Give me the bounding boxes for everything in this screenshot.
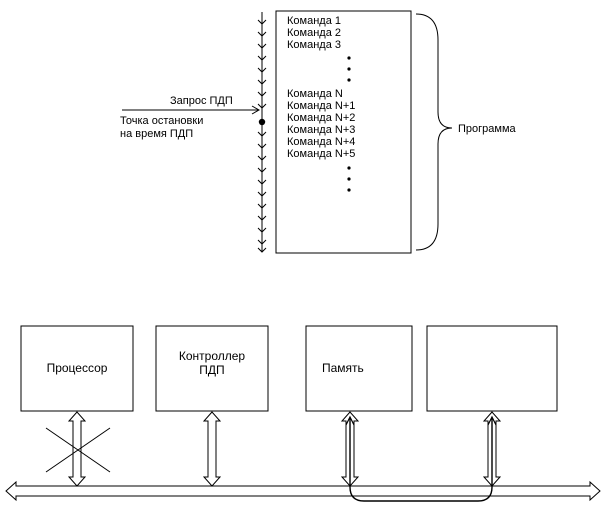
processor-bus-connector bbox=[67, 411, 87, 487]
memory-label: Память bbox=[322, 361, 364, 375]
dma-controller-rect bbox=[155, 325, 269, 412]
memory-block: Память bbox=[305, 325, 413, 412]
command-n1: Команда N+1 bbox=[287, 100, 355, 112]
dma-controller-label-2: ПДП bbox=[199, 363, 224, 377]
processor-label: Процессор bbox=[47, 361, 108, 375]
command-n2: Команда N+2 bbox=[287, 112, 355, 124]
processor-block: Процессор bbox=[20, 325, 134, 412]
command-2: Команда 2 bbox=[287, 27, 341, 39]
timeline: Запрос ПДП Точка остановки на время ПДП bbox=[120, 12, 267, 253]
ellipsis-top bbox=[347, 56, 351, 82]
stop-label-line1: Точка остановки bbox=[120, 115, 203, 127]
command-1: Команда 1 bbox=[287, 15, 341, 27]
timeline-ticks bbox=[257, 19, 267, 253]
dma-controller-label-1: Контроллер bbox=[179, 349, 246, 363]
request-label: Запрос ПДП bbox=[170, 95, 233, 107]
dma-transfer-path bbox=[345, 415, 497, 502]
stop-label-line2: на время ПДП bbox=[120, 128, 193, 140]
memory-rect bbox=[305, 325, 413, 412]
command-n3: Команда N+3 bbox=[287, 124, 355, 136]
ellipsis-bottom bbox=[347, 166, 351, 192]
stop-point-dot bbox=[258, 118, 266, 126]
device-rect bbox=[426, 325, 558, 412]
program-brace bbox=[415, 13, 453, 251]
device-block bbox=[426, 325, 558, 412]
program-rect bbox=[275, 10, 412, 254]
command-n: Команда N bbox=[287, 88, 343, 100]
program-label: Программа bbox=[458, 123, 517, 135]
system-bus bbox=[5, 480, 601, 502]
command-3: Команда 3 bbox=[287, 39, 341, 51]
dma-bus-connector bbox=[202, 411, 222, 487]
processor-disconnect-cross bbox=[45, 427, 111, 473]
processor-rect bbox=[20, 325, 134, 412]
command-n4: Команда N+4 bbox=[287, 136, 355, 148]
dma-controller-block: Контроллер ПДП bbox=[155, 325, 269, 412]
program-box: Команда 1 Команда 2 Команда 3 Команда N … bbox=[275, 10, 412, 254]
command-n5: Команда N+5 bbox=[287, 148, 355, 160]
